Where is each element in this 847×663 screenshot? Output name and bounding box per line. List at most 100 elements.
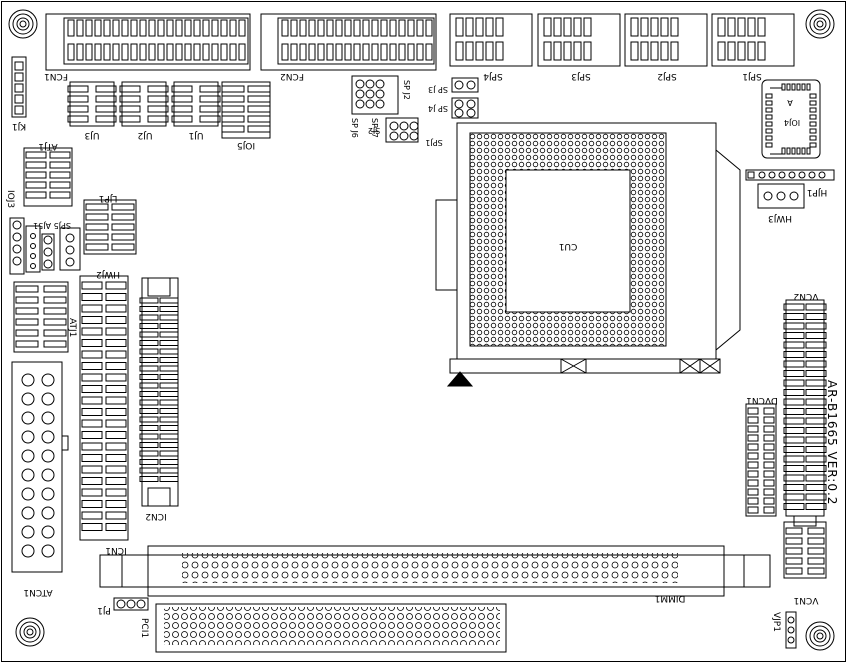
header-pin (747, 171, 755, 179)
connector-pin (220, 43, 228, 61)
chip-pin (765, 107, 773, 113)
connector-pin (43, 318, 67, 326)
label-sp-j7: SP J7 (370, 118, 379, 138)
connector-pin (103, 43, 111, 61)
jumper-pin (85, 223, 109, 231)
connector-pin (211, 43, 219, 61)
label-spj3: SPJ3 (571, 71, 591, 81)
connector-pin (763, 506, 775, 514)
connector-pin (159, 348, 179, 355)
chip-pin (147, 105, 169, 113)
connector-pin (371, 19, 379, 37)
jumper-pin (111, 203, 135, 211)
jumper-pin (85, 213, 109, 221)
jumper-pin (85, 203, 109, 211)
connector-pin (805, 341, 827, 349)
label-ioj4: IOJ4 (784, 118, 800, 127)
label-icn2: ICN2 (145, 511, 166, 521)
connector-pin (130, 19, 138, 37)
connector-pin (583, 41, 592, 61)
connector-pin (139, 416, 159, 423)
header-pin (788, 171, 796, 179)
chip-pin (147, 115, 169, 123)
connector-pin (416, 43, 424, 61)
connector-pin (783, 370, 805, 377)
connector-pin (85, 19, 93, 37)
fcn1-connector (45, 13, 251, 71)
chip-pin (809, 100, 817, 106)
connector-pin (15, 296, 39, 304)
connector-pin (139, 382, 159, 389)
chip-pin (67, 85, 89, 93)
connector-pin (41, 525, 55, 539)
atj1-large-connector (13, 281, 69, 353)
chip-pin (221, 125, 245, 133)
connector-pin (193, 19, 201, 37)
connector-pin (425, 19, 433, 37)
connector-pin (41, 411, 55, 425)
connector-pin (783, 332, 805, 339)
connector-pin (159, 374, 179, 380)
connector-pin (783, 436, 805, 444)
chip-pin (95, 95, 117, 103)
spj3-connector (537, 13, 621, 67)
connector-pin (166, 19, 174, 37)
connector-pin (159, 382, 179, 389)
chip-pin (809, 114, 817, 120)
connector-pin (159, 425, 179, 431)
cpu-socket-cu1 (435, 122, 741, 387)
connector-pin (105, 362, 127, 370)
connector-pin (105, 327, 127, 336)
connector-pin (139, 476, 159, 482)
chip-body (221, 81, 271, 139)
chip-pin (765, 93, 773, 99)
connector-pin (805, 379, 827, 387)
connector-pin (105, 396, 127, 405)
chip-pin (221, 95, 245, 103)
spj2-connector (624, 13, 708, 67)
connector-pin (121, 43, 129, 61)
connector-pin (380, 19, 388, 37)
connector-pin (41, 449, 55, 463)
connector-pin (21, 525, 35, 539)
chip-pin (809, 128, 817, 134)
connector-pin (184, 19, 192, 37)
jumper-pin (111, 233, 135, 241)
chip-pin (806, 83, 811, 91)
connector-pin (193, 43, 201, 61)
connector-pin (105, 454, 127, 462)
connector-pin (783, 493, 805, 501)
connector-pin (112, 19, 120, 37)
connector-pin (105, 477, 127, 485)
sp-j3-jumper (451, 77, 479, 93)
chip-pin (765, 100, 773, 106)
hjp1-header (745, 169, 835, 181)
connector-pin (371, 43, 379, 61)
mounting-hole-bottom-left (15, 617, 45, 647)
connector-pin (805, 370, 827, 377)
connector-pin (747, 461, 759, 469)
jumper-pin (85, 233, 109, 241)
connector-pin (805, 408, 827, 415)
label-ioj4-a: A (787, 98, 793, 107)
label-ioj3: IOJ3 (5, 190, 15, 208)
sp-j4-jumper (451, 97, 479, 119)
connector-pin (783, 484, 805, 491)
header-pin (798, 171, 806, 179)
connector-pin (81, 488, 103, 497)
connector-pin (15, 329, 39, 337)
connector-pin (308, 43, 316, 61)
connector-pin (139, 43, 147, 61)
connector-pin (139, 340, 159, 346)
connector-pin (737, 17, 746, 37)
label-uj1: UJ1 (189, 130, 204, 140)
connector-pin (763, 497, 775, 505)
connector-pin (805, 322, 827, 330)
connector-pin (202, 43, 210, 61)
connector-pin (747, 407, 759, 415)
connector-pin (380, 43, 388, 61)
connector-pin (105, 488, 127, 497)
connector-pin (495, 17, 504, 37)
chip-pin (119, 85, 141, 93)
connector-pin (43, 340, 67, 348)
